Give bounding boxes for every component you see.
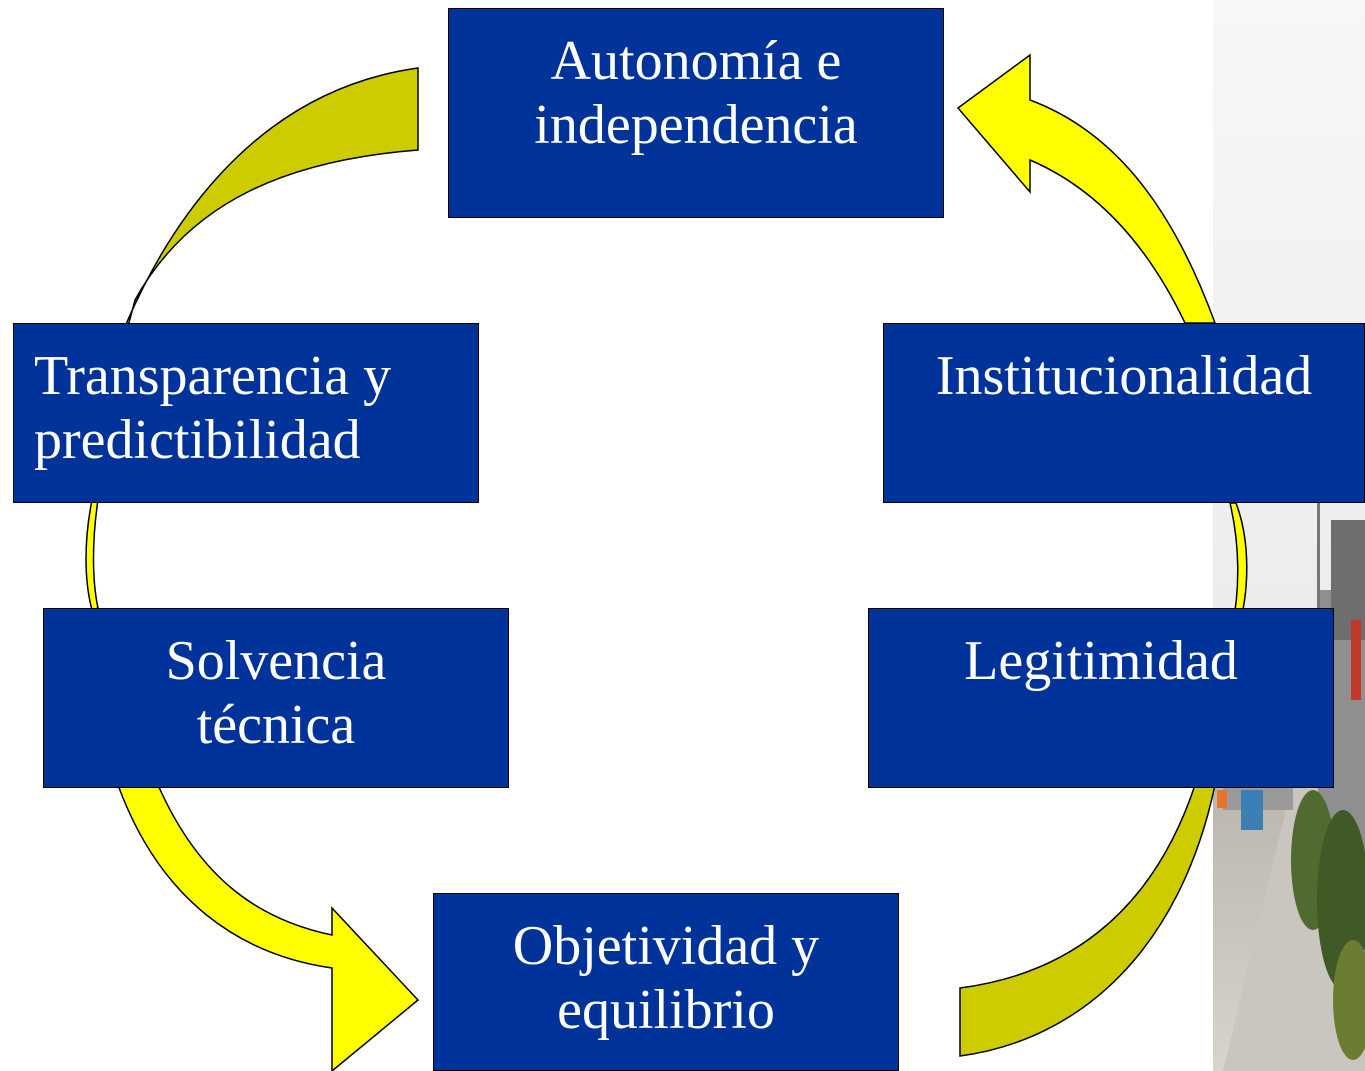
node-objetividad: Objetividad y equilibrio — [433, 893, 899, 1071]
node-autonomia-line1: Autonomía e — [550, 30, 842, 92]
node-objetividad-line1: Objetividad y — [512, 915, 820, 977]
node-transparencia-line1: Transparencia y — [34, 345, 392, 407]
node-institucionalidad: Institucionalidad — [883, 323, 1365, 503]
node-solvencia-line2: técnica — [196, 694, 356, 756]
node-solvencia-line1: Solvencia — [165, 630, 387, 692]
node-solvencia: Solvencia técnica — [43, 608, 509, 788]
node-legitimidad: Legitimidad — [868, 608, 1334, 788]
arrow-left-side — [85, 499, 99, 611]
building-photo — [1213, 0, 1365, 1071]
node-autonomia: Autonomía e independencia — [448, 8, 944, 218]
arrow-bottom-left — [116, 784, 420, 1071]
arrow-bottom-right — [959, 784, 1216, 1057]
node-autonomia-line2: independencia — [534, 94, 858, 156]
node-institucionalidad-line1: Institucionalidad — [935, 345, 1313, 407]
node-objetividad-line2: equilibrio — [557, 979, 775, 1041]
node-transparencia-line2: predictibilidad — [34, 409, 361, 471]
node-legitimidad-line1: Legitimidad — [964, 630, 1238, 692]
node-transparencia: Transparencia y predictibilidad — [13, 323, 479, 503]
arrow-top-right — [956, 53, 1217, 324]
